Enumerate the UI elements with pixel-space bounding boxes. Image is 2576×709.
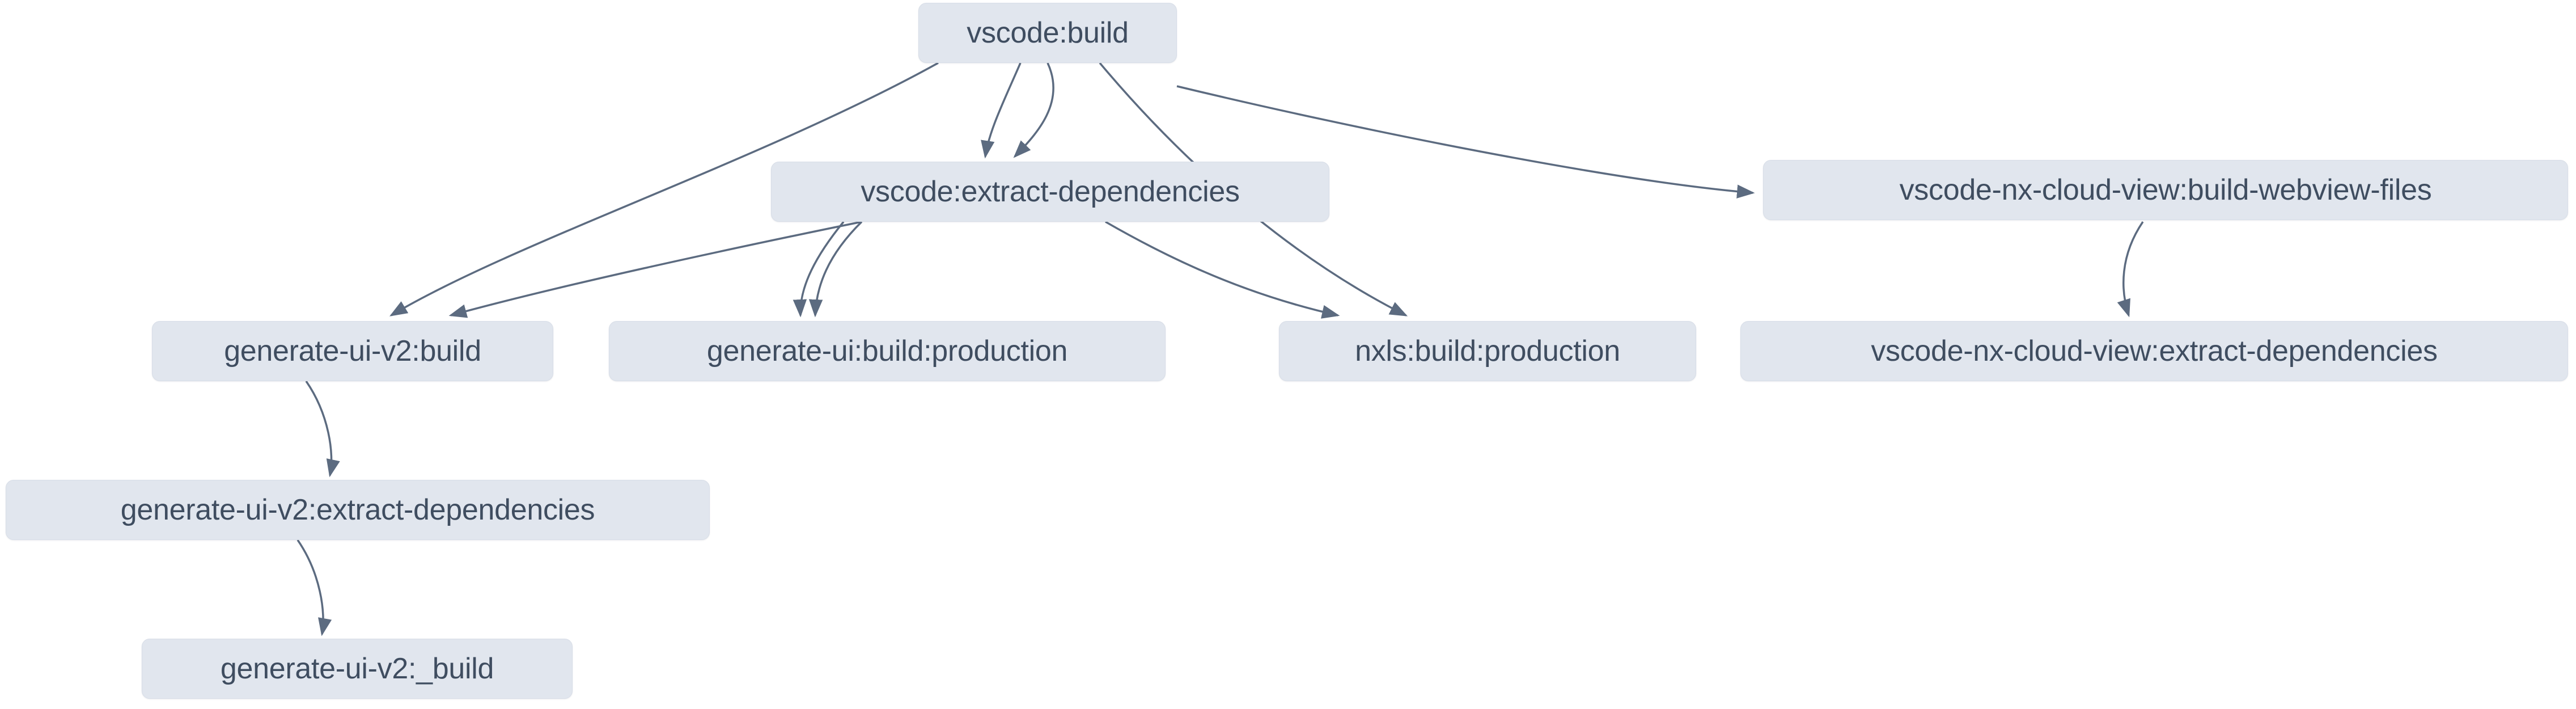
task-node-vscode-extract-dependencies[interactable]: vscode:extract-dependencies [771,162,1329,222]
task-node-generate-ui-v2-build[interactable]: generate-ui-v2:build [152,321,553,381]
task-node-label: nxls:build:production [1355,335,1620,368]
task-node-generate-ui-v2-extract-dependencies[interactable]: generate-ui-v2:extract-dependencies [6,480,710,540]
graph-edge-vscode-extract-dependencies-to-generate-ui-build-production [793,221,845,318]
graph-edge-vscode-extract-dependencies-to-generate-ui-v2-build [448,221,862,318]
graph-edge-generate-ui-v2-build-to-generate-ui-v2-extract-dependencies [305,381,340,478]
graph-edge-vscode-nx-cloud-view-build-webview-files-to-vscode-nx-cloud-view-extract-dependencies [2117,221,2144,318]
graph-edge-vscode-build-to-vscode-extract-dependencies [981,62,1022,159]
task-node-label: vscode:build [967,16,1129,49]
graph-edge-vscode-build-to-vscode-extract-dependencies [1013,62,1054,158]
graph-edge-vscode-extract-dependencies-to-generate-ui-build-production [808,221,863,318]
task-node-label: vscode:extract-dependencies [861,175,1240,208]
task-node-generate-ui-v2-_build[interactable]: generate-ui-v2:_build [142,639,573,699]
graph-edge-generate-ui-v2-extract-dependencies-to-generate-ui-v2-_build [296,539,332,636]
task-node-vscode-nx-cloud-view-build-webview-files[interactable]: vscode-nx-cloud-view:build-webview-files [1763,160,2568,220]
task-node-label: vscode-nx-cloud-view:build-webview-files [1899,174,2432,206]
task-node-vscode-build[interactable]: vscode:build [918,3,1177,63]
task-node-label: generate-ui:build:production [706,335,1068,368]
task-node-nxls-build-production[interactable]: nxls:build:production [1279,321,1696,381]
task-node-label: generate-ui-v2:build [224,335,481,368]
task-node-vscode-nx-cloud-view-extract-dependencies[interactable]: vscode-nx-cloud-view:extract-dependencie… [1740,321,2568,381]
task-node-label: generate-ui-v2:_build [220,652,494,685]
task-node-label: generate-ui-v2:extract-dependencies [120,493,595,526]
graph-edge-vscode-extract-dependencies-to-nxls-build-production [1105,221,1340,319]
task-node-label: vscode-nx-cloud-view:extract-dependencie… [1871,335,2438,368]
task-node-generate-ui-build-production[interactable]: generate-ui:build:production [609,321,1166,381]
